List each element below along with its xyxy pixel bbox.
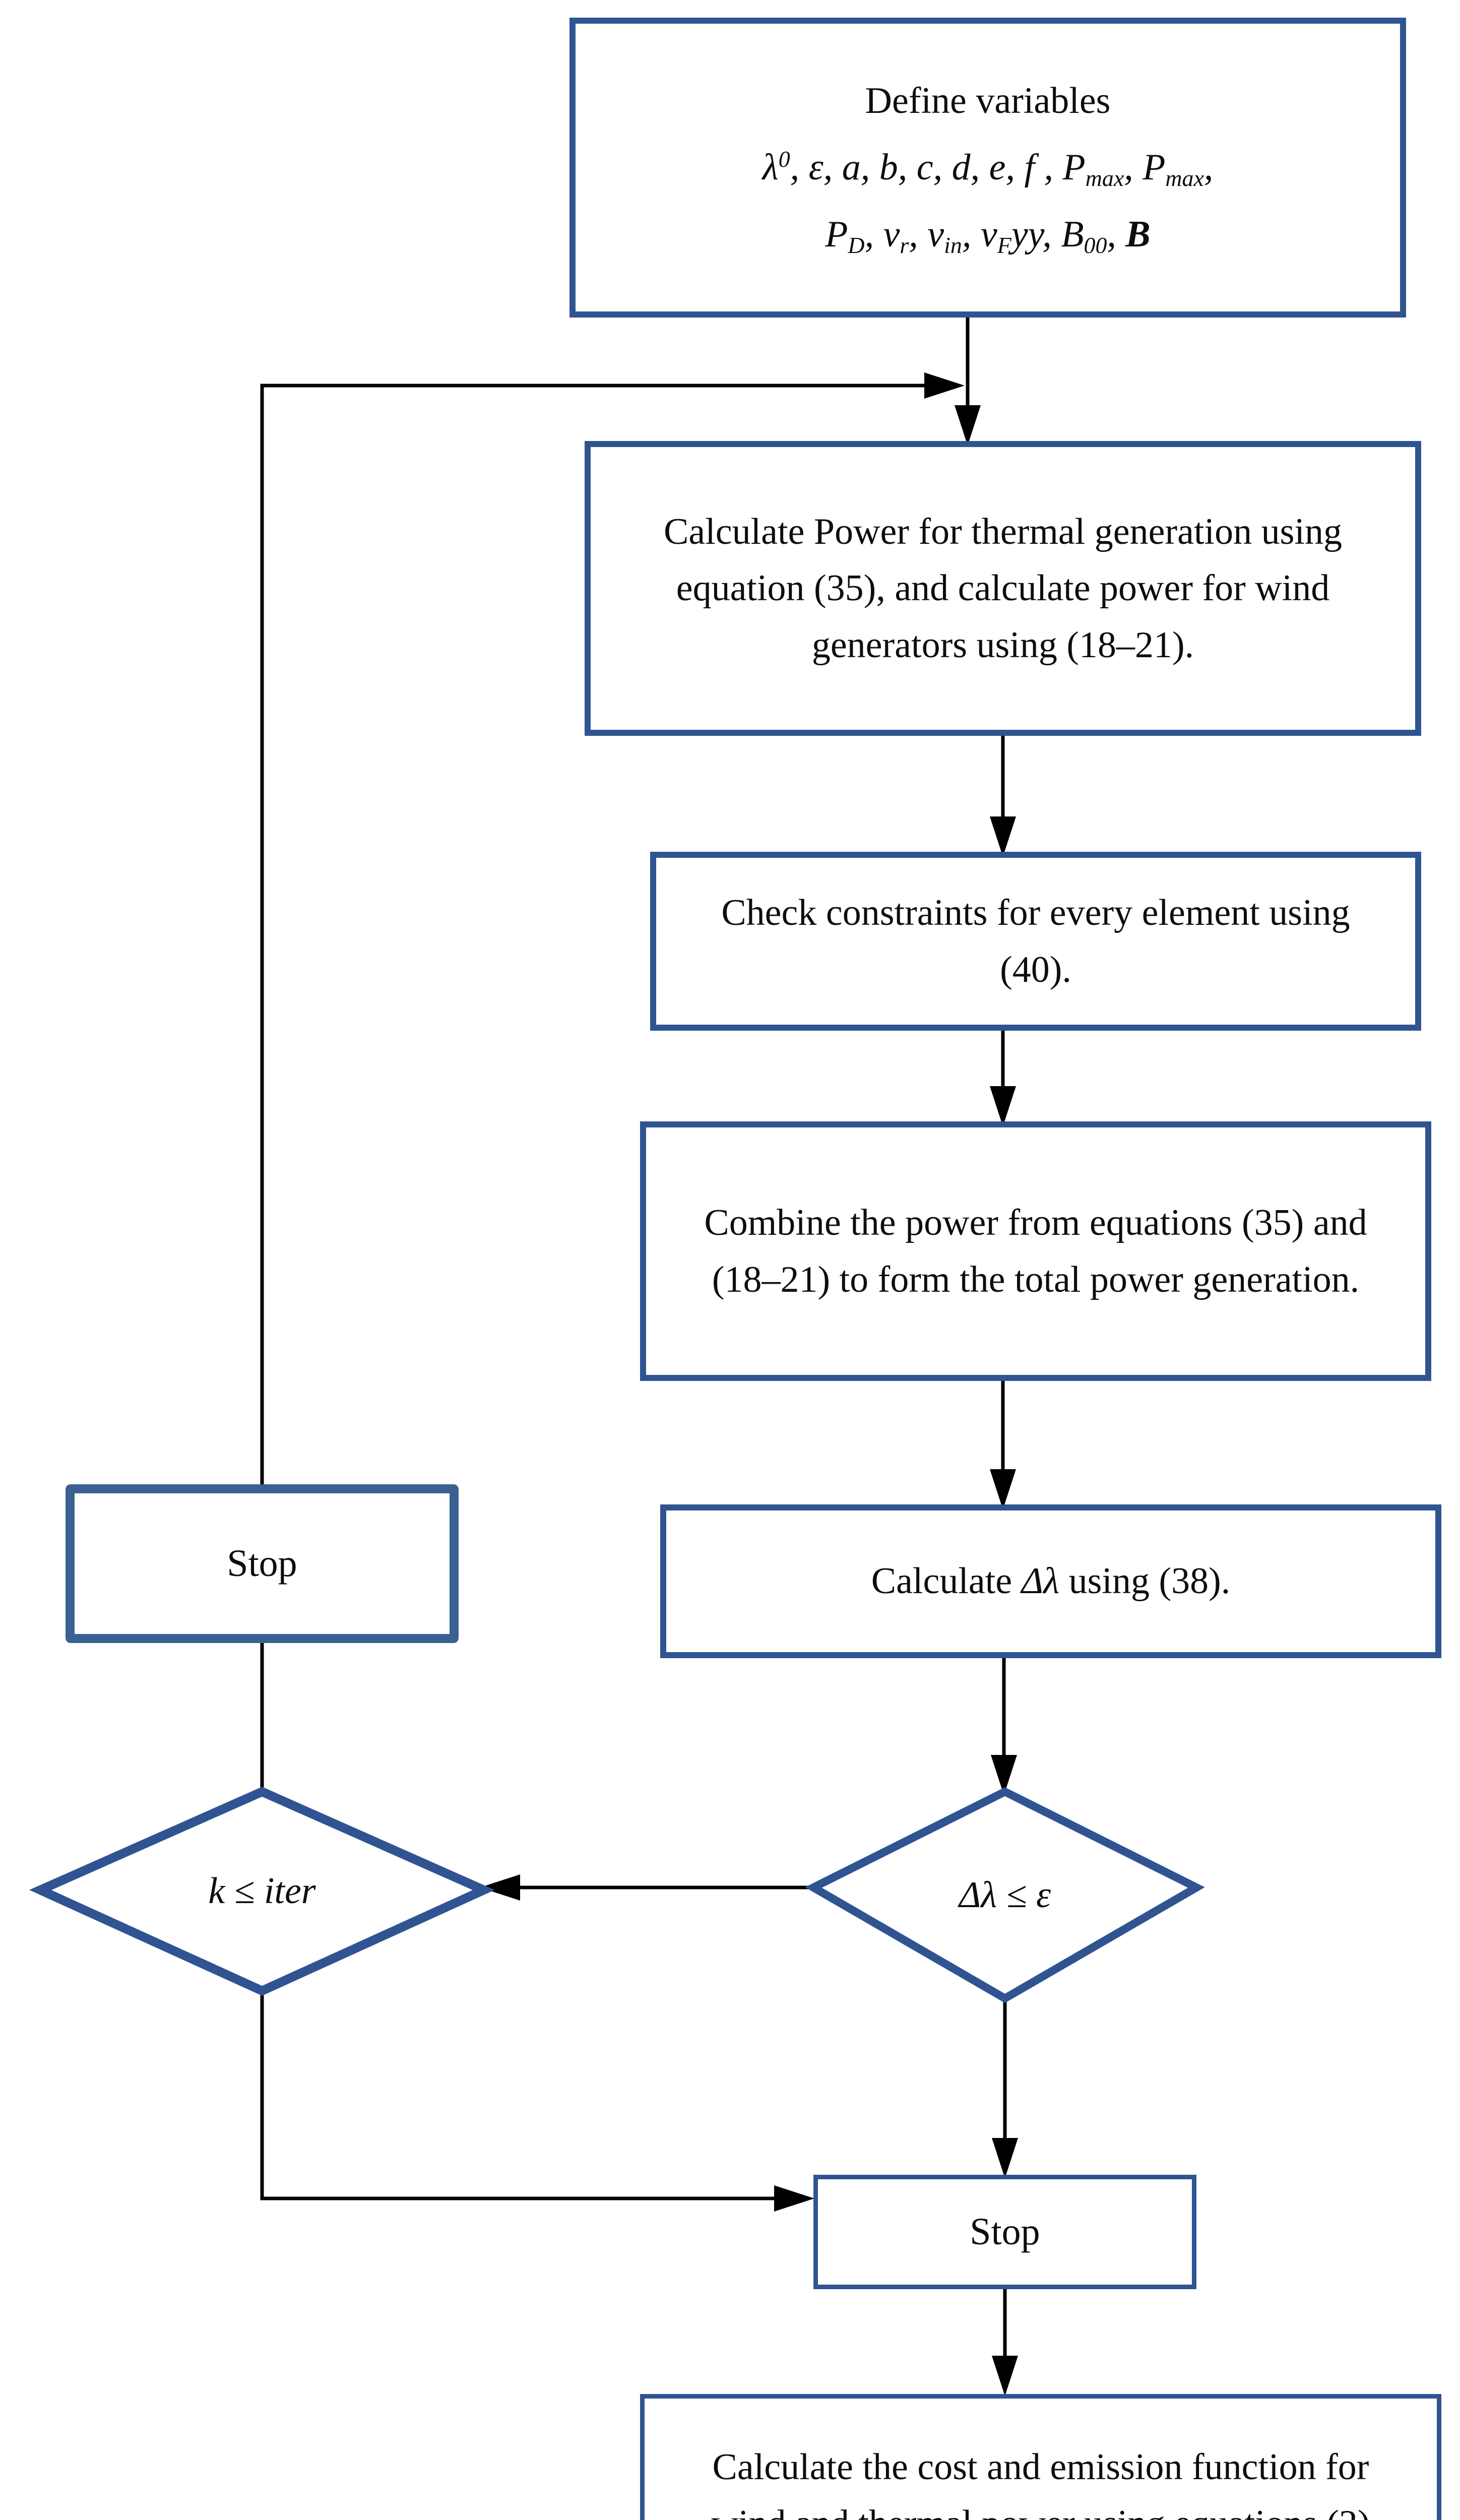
- node-stop-left: Stop: [66, 1484, 459, 1643]
- edge-decision-delta-to-iter: [480, 1874, 813, 1901]
- decision-iter-shape: [29, 1787, 495, 1996]
- node-calc-power: Calculate Power for thermal generation u…: [585, 441, 1421, 736]
- edge-calc-delta-to-decision: [991, 1658, 1017, 1795]
- node-define: Define variables λ0, ε, a, b, c, d, e, f…: [569, 18, 1406, 318]
- edge-loop-return: [260, 372, 965, 1484]
- edge-combine-to-calc-delta: [990, 1381, 1016, 1509]
- define-vars-line2: PD, vr, vin, vFyy, B00, B: [825, 213, 1151, 258]
- edge-stop-mid-to-cost: [992, 2289, 1018, 2396]
- calc-power-text: Calculate Power for thermal generation u…: [664, 511, 1342, 666]
- edge-iter-to-stop-mid: [260, 1991, 814, 2212]
- decision-delta-shape: [805, 1787, 1205, 2003]
- node-calc-cost: Calculate the cost and emission function…: [640, 2394, 1441, 2520]
- combine-power-text: Combine the power from equations (35) an…: [704, 1202, 1367, 1300]
- edge-decision-delta-to-stop: [992, 1998, 1018, 2178]
- stop-mid-label: Stop: [970, 2210, 1040, 2253]
- define-vars-line1: λ0, ε, a, b, c, d, e, f , Pmax, Pmax,: [762, 146, 1214, 192]
- decision-delta-label: Δλ ≤ ε: [959, 1874, 1051, 1916]
- node-stop-mid: Stop: [813, 2175, 1196, 2289]
- edge-calc-power-to-check: [990, 736, 1016, 857]
- calc-cost-text: Calculate the cost and emission function…: [711, 2446, 1370, 2520]
- node-calc-delta-lambda: Calculate Δλ using (38).: [660, 1504, 1441, 1658]
- edge-define-to-calc-power: [955, 317, 981, 446]
- node-check-constraints: Check constraints for every element usin…: [650, 852, 1421, 1031]
- node-combine-power: Combine the power from equations (35) an…: [640, 1121, 1431, 1381]
- calc-delta-lambda-text: Calculate Δλ using (38).: [871, 1560, 1231, 1602]
- define-title: Define variables: [865, 80, 1111, 121]
- edge-check-to-combine: [990, 1031, 1016, 1126]
- decision-iter-label: k ≤ iter: [208, 1870, 316, 1912]
- stop-left-label: Stop: [227, 1542, 297, 1585]
- check-constraints-text: Check constraints for every element usin…: [721, 892, 1350, 990]
